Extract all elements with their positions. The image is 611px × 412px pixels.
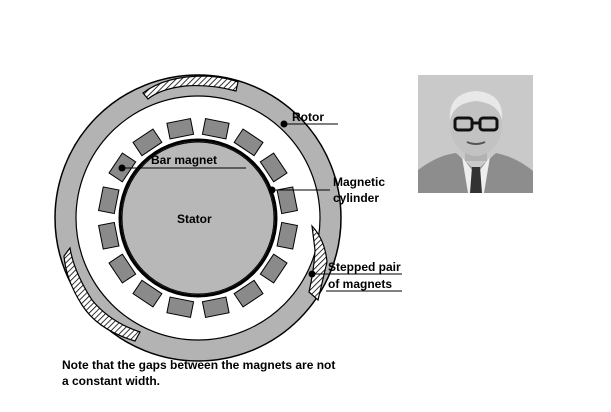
rotor-label: Rotor (292, 110, 324, 124)
magnetic-cylinder-label-line2: cylinder (333, 191, 379, 205)
photo-face (450, 94, 502, 156)
bar-magnet (233, 128, 264, 157)
bar-magnet (97, 186, 120, 215)
stepped-pair-label-line1: Stepped pair (328, 260, 401, 274)
bar-magnet-pointer-dot (118, 164, 126, 172)
bar-magnet (108, 253, 137, 284)
bar-magnet (166, 117, 195, 140)
stepped-pair-label-line2: of magnets (328, 277, 392, 291)
bar-magnet (132, 128, 163, 157)
stepped-magnet-top (142, 75, 239, 100)
magnetic-cylinder (118, 138, 278, 298)
bar-magnet (259, 253, 288, 284)
bar-magnet (166, 296, 195, 319)
leader-dots (118, 120, 316, 278)
bar-magnet (132, 279, 163, 308)
bar-magnets (97, 117, 299, 319)
bar-magnet (201, 296, 230, 319)
bar-magnet (233, 279, 264, 308)
stator-label: Stator (177, 212, 212, 226)
portrait-photo (418, 75, 533, 193)
rotor-pointer-dot (280, 120, 288, 128)
note-line-2: a constant width. (62, 374, 161, 388)
bar-magnet (97, 221, 120, 250)
stepped-magnet-right (308, 224, 328, 302)
photo-glasses (453, 116, 499, 132)
bar-magnet (276, 221, 299, 250)
bar-magnet (259, 152, 288, 183)
leader-lines (122, 123, 402, 292)
photo-hair (449, 91, 503, 120)
photo-tie (470, 167, 482, 193)
bar-magnet-label: Bar magnet (151, 153, 217, 167)
stepped-magnet-left (63, 246, 141, 342)
gap-width-note: Note that the gaps between the magnets a… (62, 357, 362, 389)
photo-mouth (466, 141, 486, 145)
note-line-1: Note that the gaps between the magnets a… (62, 358, 336, 372)
stepped-pair-pointer-dot (308, 270, 316, 278)
cylinder-pointer-dot (268, 186, 276, 194)
stator (121, 141, 275, 295)
magnetic-cylinder-label-line1: Magnetic (333, 175, 385, 189)
bar-magnet (276, 186, 299, 215)
bar-magnet (201, 117, 230, 140)
